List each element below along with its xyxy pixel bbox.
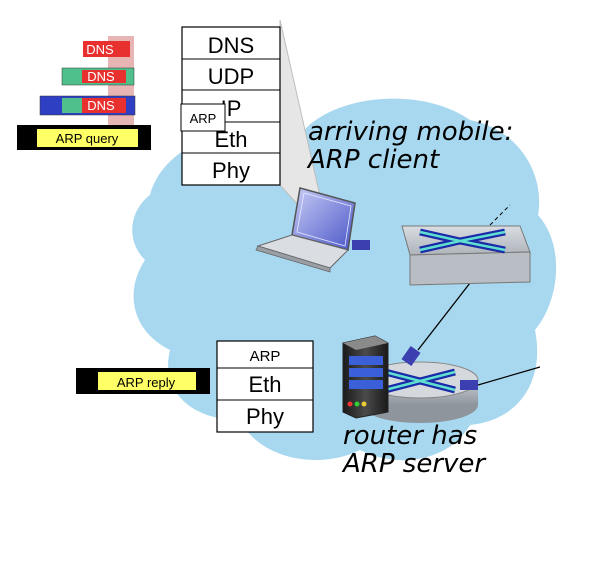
server-layer-arp: ARP [250, 348, 281, 365]
router-caption-line1: router has [343, 421, 477, 451]
server-layer-eth: Eth [248, 372, 281, 397]
client-layer-dns: DNS [208, 33, 254, 58]
laptop-icon [255, 187, 370, 273]
client-layer-phy: Phy [212, 158, 250, 183]
dns-block-2 [82, 70, 126, 83]
server-icon [342, 335, 389, 419]
client-caption-line1: arriving mobile: [308, 117, 513, 147]
arp-query-label: ARP query [56, 131, 119, 146]
client-layer-ip: IP [221, 96, 242, 121]
arp-reply-frame: ARP reply [76, 368, 210, 394]
router-caption-line2: ARP server [341, 449, 487, 479]
udp-inner-block [62, 98, 82, 113]
arp-query-frame: DNS DNS DNS ARP query [17, 36, 151, 150]
arp-tag-box [180, 103, 226, 132]
client-protocol-stack: DNS UDP IP Eth Phy ARP [180, 26, 281, 186]
client-layer-udp: UDP [208, 64, 254, 89]
client-caption-line2: ARP client [306, 145, 440, 175]
server-protocol-stack: ARP Eth Phy [216, 340, 314, 433]
arp-reply-body [98, 372, 196, 390]
dns-label-1: DNS [86, 42, 114, 57]
arp-reply-label: ARP reply [117, 375, 176, 390]
switch-icon [401, 225, 531, 286]
router-icon [361, 346, 479, 423]
dns-block-1 [83, 41, 130, 57]
arp-query-body [37, 129, 138, 147]
dns-label-2: DNS [87, 69, 115, 84]
link-router-out [477, 366, 541, 386]
server-layer-phy: Phy [246, 404, 284, 429]
link-switch-uplink [484, 204, 511, 231]
dns-block-3 [82, 98, 126, 113]
dns-label-3: DNS [87, 98, 115, 113]
arp-tag-label: ARP [190, 111, 217, 126]
link-switch-to-router [417, 282, 471, 351]
